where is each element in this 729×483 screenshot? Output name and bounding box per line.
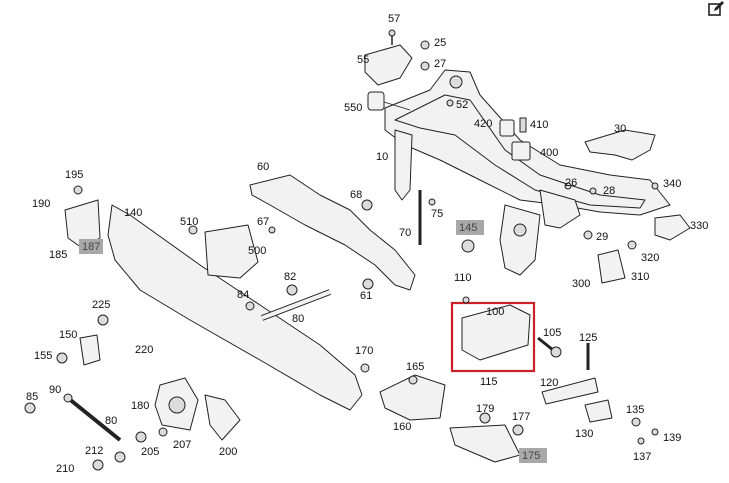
callout-207[interactable]: 207 xyxy=(173,439,191,451)
part-150-bracket[interactable] xyxy=(79,334,101,366)
callout-90[interactable]: 90 xyxy=(49,384,61,396)
callout-330[interactable]: 330 xyxy=(690,220,708,232)
callout-220[interactable]: 220 xyxy=(135,344,153,356)
callout-200[interactable]: 200 xyxy=(219,446,237,458)
part-105-bolt[interactable] xyxy=(537,336,562,358)
part-55-bracket[interactable] xyxy=(364,44,413,86)
callout-400[interactable]: 400 xyxy=(540,147,558,159)
callout-410[interactable]: 410 xyxy=(530,119,548,131)
tag-187-bg xyxy=(79,239,103,254)
part-550-bump-stop[interactable] xyxy=(367,91,411,111)
callout-185[interactable]: 185 xyxy=(49,249,67,261)
part-100-module[interactable] xyxy=(461,304,531,361)
highlight-box xyxy=(450,301,536,373)
part-300-bracket[interactable] xyxy=(597,249,626,284)
callout-28[interactable]: 28 xyxy=(603,185,615,197)
callout-137[interactable]: 137 xyxy=(633,451,651,463)
callout-135[interactable]: 135 xyxy=(626,404,644,416)
callout-60[interactable]: 60 xyxy=(257,161,269,173)
part-80-strap[interactable] xyxy=(66,396,122,442)
callout-420[interactable]: 420 xyxy=(474,118,492,130)
callout-52[interactable]: 52 xyxy=(456,99,468,111)
callout-115[interactable]: 115 xyxy=(480,376,498,388)
part-140-bumper-beam[interactable] xyxy=(107,204,363,411)
callout-177[interactable]: 177 xyxy=(512,411,530,423)
fasteners xyxy=(24,29,659,471)
edit-pencil-icon[interactable] xyxy=(707,0,729,22)
callout-155[interactable]: 155 xyxy=(34,350,52,362)
part-410[interactable] xyxy=(519,117,527,133)
part-500-bracket[interactable] xyxy=(204,224,259,279)
edit-icon-graphic xyxy=(708,1,724,16)
callout-75[interactable]: 75 xyxy=(431,208,443,220)
callout-26[interactable]: 26 xyxy=(565,177,577,189)
callout-550[interactable]: 550 xyxy=(344,102,362,114)
callout-110[interactable]: 110 xyxy=(454,272,472,284)
callout-25[interactable]: 25 xyxy=(434,37,446,49)
callout-210[interactable]: 210 xyxy=(56,463,74,475)
callout-10[interactable]: 10 xyxy=(376,151,388,163)
tag-145-bg xyxy=(456,220,484,235)
callout-130[interactable]: 130 xyxy=(575,428,593,440)
callout-61[interactable]: 61 xyxy=(360,290,372,302)
part-30-bracket[interactable] xyxy=(584,129,656,161)
callout-80-rod[interactable]: 80 xyxy=(292,313,304,325)
rod-fill xyxy=(261,290,331,320)
callout-190[interactable]: 190 xyxy=(32,198,50,210)
part-130-bracket[interactable] xyxy=(584,399,613,423)
callout-175[interactable]: 175 xyxy=(522,450,540,462)
callout-70[interactable]: 70 xyxy=(399,227,411,239)
part-420[interactable] xyxy=(499,119,515,137)
plate-hole xyxy=(168,396,186,414)
callout-80-strap[interactable]: 80 xyxy=(105,415,117,427)
part-60-grille-support[interactable] xyxy=(249,174,416,291)
callout-67[interactable]: 67 xyxy=(257,216,269,228)
callout-100[interactable]: 100 xyxy=(486,306,504,318)
part-160-bracket[interactable] xyxy=(379,374,446,421)
callout-139[interactable]: 139 xyxy=(663,432,681,444)
callout-150[interactable]: 150 xyxy=(59,329,77,341)
callout-510[interactable]: 510 xyxy=(180,216,198,228)
callout-57[interactable]: 57 xyxy=(388,13,400,25)
callout-140[interactable]: 140 xyxy=(124,207,142,219)
callout-165[interactable]: 165 xyxy=(406,361,424,373)
callout-85[interactable]: 85 xyxy=(26,391,38,403)
callout-500[interactable]: 500 xyxy=(248,245,266,257)
callout-205[interactable]: 205 xyxy=(141,446,159,458)
callout-212[interactable]: 212 xyxy=(85,445,103,457)
callout-170[interactable]: 170 xyxy=(355,345,373,357)
part-175-bracket[interactable] xyxy=(449,424,521,463)
callout-120[interactable]: 120 xyxy=(540,377,558,389)
part-330-bracket[interactable] xyxy=(654,214,691,241)
callout-225[interactable]: 225 xyxy=(92,299,110,311)
callout-105[interactable]: 105 xyxy=(543,327,561,339)
front-end-carrier[interactable] xyxy=(384,69,671,276)
callout-340[interactable]: 340 xyxy=(663,178,681,190)
callout-320[interactable]: 320 xyxy=(641,252,659,264)
callout-29[interactable]: 29 xyxy=(596,231,608,243)
callout-27[interactable]: 27 xyxy=(434,58,446,70)
part-120-tube[interactable] xyxy=(541,377,599,405)
callout-55[interactable]: 55 xyxy=(357,54,369,66)
callout-187[interactable]: 187 xyxy=(82,241,100,253)
callout-30[interactable]: 30 xyxy=(614,123,626,135)
callout-labels: 57 25 55 27 52 550 420 410 30 400 10 60 … xyxy=(26,13,708,475)
callout-310[interactable]: 310 xyxy=(631,271,649,283)
tag-175-bg xyxy=(519,448,547,463)
callout-84[interactable]: 84 xyxy=(237,289,249,301)
part-400[interactable] xyxy=(511,141,531,161)
callout-145[interactable]: 145 xyxy=(459,222,477,234)
callout-195[interactable]: 195 xyxy=(65,169,83,181)
callout-179[interactable]: 179 xyxy=(476,403,494,415)
callout-160[interactable]: 160 xyxy=(393,421,411,433)
callout-68[interactable]: 68 xyxy=(350,189,362,201)
callout-82[interactable]: 82 xyxy=(284,271,296,283)
callout-180[interactable]: 180 xyxy=(131,400,149,412)
callout-125[interactable]: 125 xyxy=(579,332,597,344)
callout-300[interactable]: 300 xyxy=(572,278,590,290)
part-200-bracket[interactable] xyxy=(204,394,241,441)
